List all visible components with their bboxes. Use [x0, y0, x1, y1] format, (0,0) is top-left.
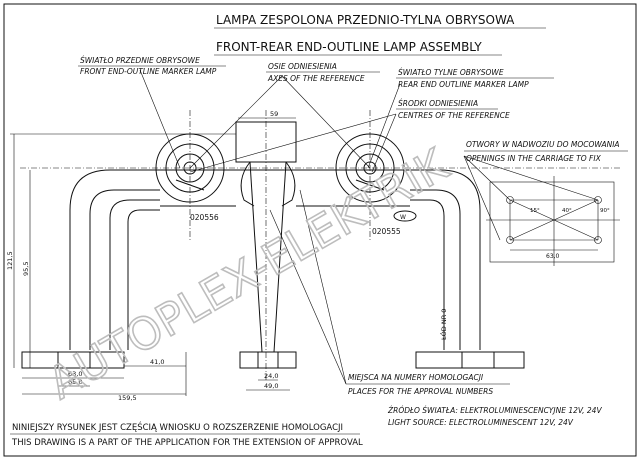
leader-lines — [139, 69, 599, 385]
lamp-badge-label: W — [400, 214, 406, 221]
footer-en: THIS DRAWING IS A PART OF THE APPLICATIO… — [11, 438, 363, 448]
dim-column-a: 24,0 — [264, 372, 278, 380]
light-source-en: LIGHT SOURCE: ELECTROLUMINESCENT 12V, 24… — [388, 418, 574, 427]
callout-holes-en: OPENINGS IN THE CARRIAGE TO FIX — [466, 154, 602, 163]
dimension-lines — [10, 117, 296, 396]
dim-column-b: 49,0 — [264, 382, 278, 390]
callout-places-pl: MIEJSCA NA NUMERY HOMOLOGACJI — [348, 373, 484, 382]
callout-front-en: FRONT END-OUTLINE MARKER LAMP — [80, 67, 217, 76]
light-source-pl: ŹRÓDŁO ŚWIATŁA: ELEKTROLUMINESCENCYJNE 1… — [387, 406, 602, 415]
callout-rear-pl: ŚWIATŁO TYLNE OBRYSOWE — [398, 68, 504, 77]
callout-axes-en: AXES OF THE REFERENCE — [267, 74, 365, 83]
reference-axes — [20, 110, 620, 380]
dim-top-width: 59 — [270, 110, 278, 118]
dim-hole-angle-a: 15° — [530, 208, 540, 214]
callout-holes-pl: OTWORY W NADWOZIU DO MOCOWANIA — [466, 140, 620, 149]
title-pl: LAMPA ZESPOLONA PRZEDNIO-TYLNA OBRYSOWA — [216, 13, 515, 27]
callout-places-en: PLACES FOR THE APPROVAL NUMBERS — [348, 387, 493, 396]
dim-hole-spacing: 63,0 — [546, 253, 560, 260]
lamp-assembly — [21, 121, 525, 369]
dim-foot-b: 65,0 — [68, 378, 82, 386]
title-en: FRONT-REAR END-OUTLINE LAMP ASSEMBLY — [216, 40, 482, 54]
callout-centres-en: CENTRES OF THE REFERENCE — [398, 111, 510, 120]
drawing-frame — [3, 3, 637, 457]
mounting-hole-detail — [486, 176, 620, 266]
callout-front-pl: ŚWIATŁO PRZEDNIE OBRYSOWE — [80, 56, 200, 65]
callout-axes-pl: OSIE ODNIESIENIA — [268, 62, 337, 71]
dim-foot-a: 63,0 — [68, 370, 82, 378]
dim-hole-angle-c: 90° — [600, 208, 610, 214]
dim-height-inner: 95,5 — [22, 262, 30, 276]
part-number-right: 020555 — [372, 227, 401, 236]
callout-rear-en: REAR END OUTLINE MARKER LAMP — [398, 80, 529, 89]
dim-hole-angle-b: 40° — [562, 208, 572, 214]
lamp-badge — [393, 210, 417, 222]
dim-spread: 41,0 — [150, 358, 164, 366]
dim-height-total: 121,5 — [6, 251, 14, 270]
callout-centres-pl: ŚRODKI ODNIESIENIA — [398, 99, 478, 108]
dim-base-length: 159,5 — [118, 394, 137, 402]
part-number-left: 020556 — [190, 213, 219, 222]
side-mark: ŁÓD NR-0 — [439, 309, 448, 341]
watermark: AUTOPLEX-ELEKTRIK — [40, 139, 457, 409]
footer-pl: NINIEJSZY RYSUNEK JEST CZĘŚCIĄ WNIOSKU O… — [12, 421, 343, 433]
